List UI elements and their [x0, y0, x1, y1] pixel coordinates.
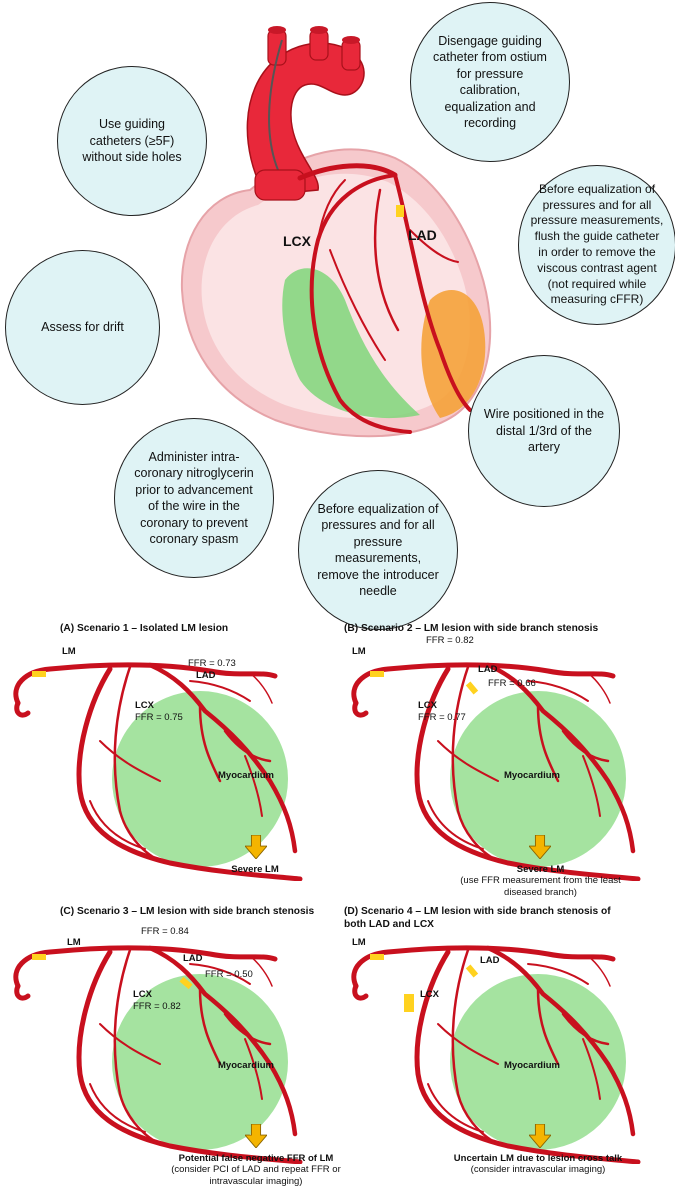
heart-label-lad: LAD [408, 227, 437, 243]
label-myocardium: Myocardium [218, 1060, 274, 1071]
label-lcx: LCX [420, 989, 439, 1000]
down-arrow-icon [529, 1124, 551, 1148]
label-lad: LAD [480, 955, 500, 966]
down-arrow-icon [245, 1124, 267, 1148]
label-ffr-main: FFR = 0.84 [141, 926, 189, 937]
label-ffr-main: FFR = 0.82 [426, 635, 474, 646]
scenario-title: (B) Scenario 2 – LM lesion with side bra… [344, 623, 599, 634]
label-ffr-lad: FFR = 0.50 [205, 969, 253, 980]
label-ffr-lad: FFR = 0.66 [488, 678, 536, 689]
bubble-remove-needle: Before equalization of pressures and for… [298, 470, 458, 630]
scenario-panel-b: (B) Scenario 2 – LM lesion with side bra… [338, 623, 668, 913]
conclusion: Potential false negative FFR of LM (cons… [171, 1153, 341, 1187]
label-lm: LM [67, 937, 81, 948]
conclusion: Severe LM [231, 864, 279, 875]
label-lad: LAD [196, 670, 216, 681]
label-lm: LM [62, 646, 76, 657]
vessel-diagram [0, 924, 330, 1164]
label-lm: LM [352, 937, 366, 948]
down-arrow-icon [529, 835, 551, 859]
label-lad: LAD [478, 664, 498, 675]
bubble-assess-drift: Assess for drift [5, 250, 160, 405]
label-lcx: LCX [418, 700, 437, 711]
label-lcx: LCX [133, 989, 152, 1000]
label-ffr-lcx: FFR = 0.77 [418, 712, 466, 723]
label-lad: LAD [183, 953, 203, 964]
conclusion: Uncertain LM due to lesion cross talk (c… [453, 1153, 623, 1176]
heart-illustration: LCX LAD [180, 26, 492, 438]
label-myocardium: Myocardium [504, 770, 560, 781]
bubble-disengage-catheter: Disengage guiding catheter from ostium f… [410, 2, 570, 162]
label-myocardium: Myocardium [504, 1060, 560, 1071]
bubble-flush-catheter: Before equalization of pressures and for… [518, 165, 675, 325]
label-myocardium: Myocardium [218, 770, 274, 781]
scenario-title: (D) Scenario 4 – LM lesion with side bra… [344, 906, 611, 930]
bubble-wire-position: Wire positioned in the distal 1/3rd of t… [468, 355, 620, 507]
bubble-nitroglycerin: Administer intra-coronary nitroglycerin … [114, 418, 274, 578]
scenario-title: (C) Scenario 3 – LM lesion with side bra… [60, 906, 315, 917]
bubble-guiding-catheters: Use guiding catheters (≥5F) without side… [57, 66, 207, 216]
label-ffr-lcx: FFR = 0.82 [133, 1001, 181, 1012]
label-ffr-lcx: FFR = 0.75 [135, 712, 183, 723]
vessel-diagram [338, 924, 668, 1164]
conclusion: Severe LM (use FFR measurement from the … [460, 864, 621, 898]
scenario-panel-a: (A) Scenario 1 – Isolated LM lesion LM F… [0, 623, 330, 913]
down-arrow-icon [245, 835, 267, 859]
label-lcx: LCX [135, 700, 154, 711]
vessel-diagram [338, 641, 668, 881]
scenario-title: (A) Scenario 1 – Isolated LM lesion [60, 623, 229, 634]
label-ffr-lad: FFR = 0.73 [188, 658, 236, 669]
label-lm: LM [352, 646, 366, 657]
heart-label-lcx: LCX [283, 233, 312, 249]
scenario-panel-c: (C) Scenario 3 – LM lesion with side bra… [0, 906, 341, 1196]
vessel-diagram [0, 641, 330, 881]
scenario-panel-d: (D) Scenario 4 – LM lesion with side bra… [338, 906, 668, 1196]
